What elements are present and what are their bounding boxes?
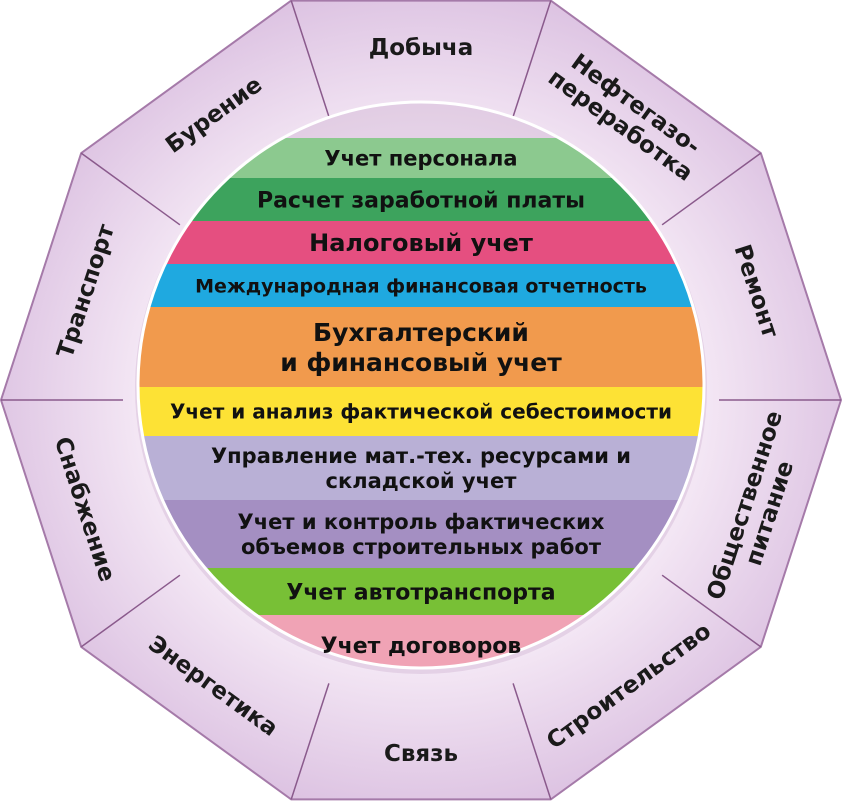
segment-divider: [661, 152, 762, 226]
band-5: [138, 307, 704, 388]
segment-divider: [512, 0, 552, 117]
segment-divider: [80, 574, 181, 648]
band-7: [138, 436, 704, 501]
band-label: Налоговый учет: [309, 229, 533, 257]
segment-divider: [512, 683, 552, 800]
inner-circle-border: [136, 100, 706, 670]
band-label-line: Учет и контроль фактических: [238, 510, 605, 534]
band-label: Учет автотранспорта: [286, 580, 555, 605]
segment-divider: [661, 574, 762, 648]
band-2: [138, 178, 704, 222]
band-label: Учет персонала: [324, 147, 517, 171]
segment-divider: [290, 0, 330, 117]
band-3: [138, 221, 704, 265]
band-label-line: складской учет: [326, 469, 518, 493]
band-label-line: объемов строительных работ: [241, 535, 602, 559]
segment-label: Добыча: [369, 35, 473, 61]
band-label: Учет и анализ фактической себестоимости: [170, 400, 672, 424]
band-6: [138, 387, 704, 437]
band-label: Международная финансовая отчетность: [195, 275, 647, 297]
band-8: [138, 500, 704, 569]
band-4: [138, 264, 704, 308]
band-label-line: и финансовый учет: [280, 348, 562, 377]
band-label: Расчет заработной платы: [257, 188, 585, 213]
band-label-line: Управление мат.-тех. ресурсами и: [211, 444, 631, 468]
band-label: Учет договоров: [321, 634, 522, 659]
segment-divider: [80, 152, 181, 226]
band-label-line: Бухгалтерский: [313, 318, 529, 347]
segment-divider: [290, 683, 330, 800]
segment-label: Связь: [384, 741, 458, 767]
